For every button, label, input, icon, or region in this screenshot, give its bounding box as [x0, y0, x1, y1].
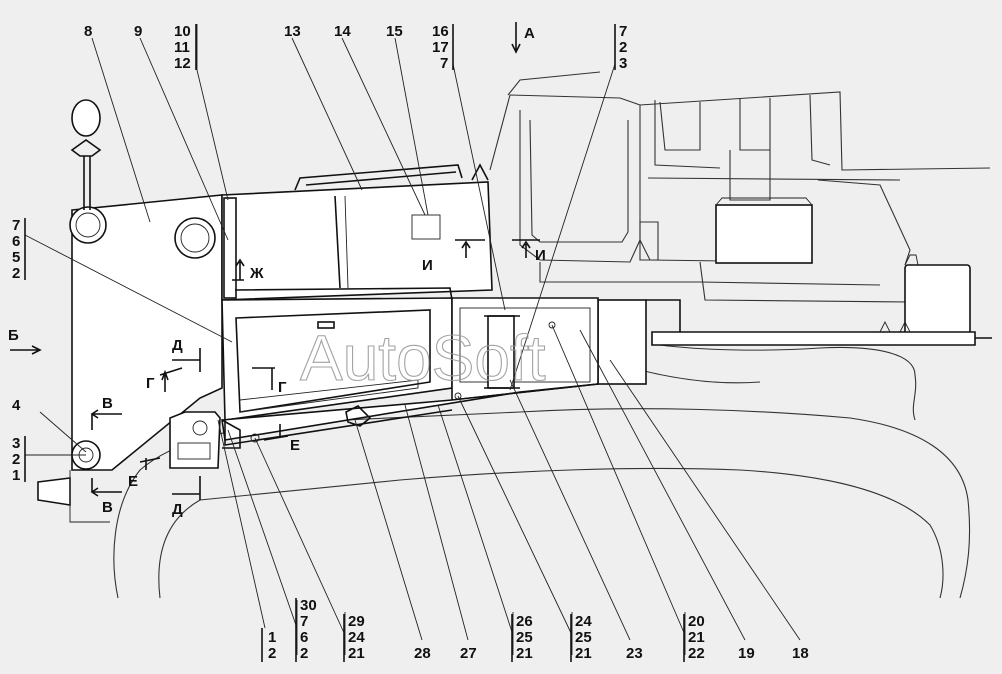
- callout-20: 20: [688, 613, 705, 630]
- view-mark-i-right: И: [535, 247, 546, 264]
- callout-6-left: 6: [12, 233, 20, 250]
- callout-8: 8: [84, 23, 92, 40]
- callout-17: 17: [432, 39, 449, 56]
- callout-7-tr: 7: [619, 23, 627, 40]
- callout-28: 28: [414, 645, 431, 662]
- callout-13: 13: [284, 23, 301, 40]
- background-cab-structure: [489, 71, 991, 303]
- callout-30: 30: [300, 597, 317, 614]
- callout-29: 29: [348, 613, 365, 630]
- callout-5-left: 5: [12, 249, 20, 266]
- callout-bars: [24, 24, 685, 662]
- callout-7-left: 7: [12, 217, 20, 234]
- callout-27: 27: [460, 645, 477, 662]
- battery-box: [715, 197, 971, 338]
- front-counterweight-frame: [69, 194, 223, 471]
- callout-2-tr: 2: [619, 39, 627, 56]
- callout-7-top: 7: [440, 55, 448, 72]
- view-mark-e-right: Е: [290, 437, 300, 454]
- view-mark-g-left: Г: [146, 375, 155, 392]
- view-mark-v-bottom: В: [102, 499, 113, 516]
- callout-24-b: 24: [575, 613, 592, 630]
- view-mark-labels: А Б В В Д Д Г Г Е Е Ж И И: [8, 25, 546, 518]
- watermark: AutoSoft: [300, 322, 546, 394]
- side-box-with-handle: [169, 411, 241, 469]
- lower-box: [221, 287, 453, 421]
- callout-2-bottom-b: 2: [300, 645, 308, 662]
- callout-21-a: 21: [348, 645, 365, 662]
- view-mark-g-right: Г: [278, 379, 287, 396]
- callout-3-tr: 3: [619, 55, 627, 72]
- view-mark-v-top: В: [102, 395, 113, 412]
- callout-21-b: 21: [516, 645, 533, 662]
- upper-box: [221, 163, 493, 301]
- callout-9: 9: [134, 23, 142, 40]
- section-arrows: [10, 22, 540, 500]
- callout-23: 23: [626, 645, 643, 662]
- right-frame-rail: [597, 299, 992, 385]
- callout-7-bottom: 7: [300, 613, 308, 630]
- view-mark-a: А: [524, 25, 535, 42]
- callout-25-a: 25: [516, 629, 533, 646]
- lamp: [70, 99, 102, 210]
- callout-1-bottom: 1: [268, 629, 276, 646]
- background-wheel-contour: [113, 344, 971, 599]
- view-mark-e-left: Е: [128, 473, 138, 490]
- callout-2-left: 2: [12, 265, 20, 282]
- callout-2-left-b: 2: [12, 451, 20, 468]
- callout-21-d: 21: [688, 629, 705, 646]
- callout-1-left: 1: [12, 467, 20, 484]
- callout-24-a: 24: [348, 629, 365, 646]
- callout-19: 19: [738, 645, 755, 662]
- callout-6-bottom: 6: [300, 629, 308, 646]
- view-mark-zh: Ж: [249, 265, 264, 282]
- callout-3-left: 3: [12, 435, 20, 452]
- callout-4: 4: [12, 397, 21, 414]
- callout-10: 10: [174, 23, 191, 40]
- callout-26: 26: [516, 613, 533, 630]
- callout-11: 11: [174, 39, 190, 56]
- view-mark-d-bottom: Д: [172, 501, 183, 518]
- callout-16: 16: [432, 23, 449, 40]
- callout-22: 22: [688, 645, 705, 662]
- callout-14: 14: [334, 23, 351, 40]
- callout-21-c: 21: [575, 645, 592, 662]
- view-mark-d-top: Д: [172, 337, 183, 354]
- callout-18: 18: [792, 645, 809, 662]
- callout-25-b: 25: [575, 629, 592, 646]
- right-box: [451, 297, 599, 401]
- callout-15: 15: [386, 23, 403, 40]
- step-lower-panel: [221, 383, 599, 446]
- callout-2-bottom: 2: [268, 645, 276, 662]
- tow-hook: [37, 440, 110, 523]
- view-mark-b: Б: [8, 327, 19, 344]
- view-mark-i-left: И: [422, 257, 433, 274]
- callout-numbers: 8 9 10 11 12 13 14 15 16 17 7 7 2 3 7 6 …: [12, 23, 809, 662]
- callout-12: 12: [174, 55, 191, 72]
